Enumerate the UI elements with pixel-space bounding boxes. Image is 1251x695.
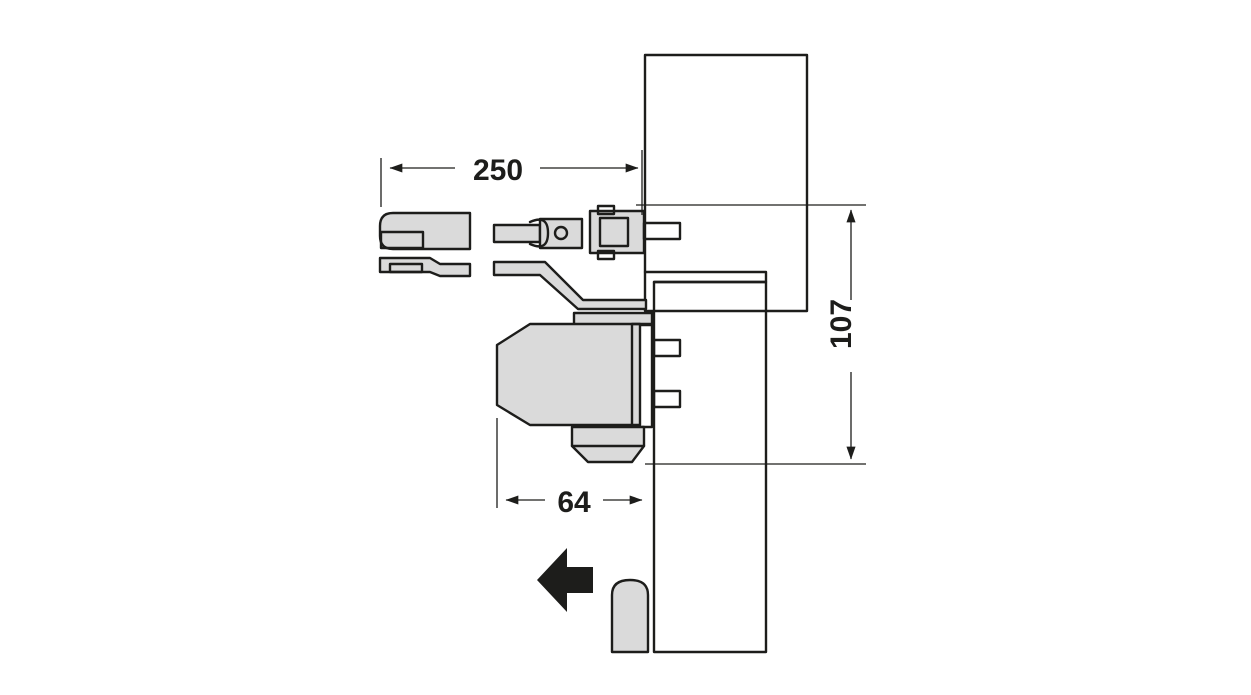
upper-arm — [492, 217, 584, 250]
arrow-left-icon — [537, 548, 593, 612]
frame-bracket — [588, 204, 682, 261]
dimension-label-250: 250 — [473, 154, 523, 187]
door-frame — [643, 53, 809, 313]
dimension-label-107: 107 — [825, 299, 858, 349]
dimension-64: 64 — [496, 418, 643, 519]
dimension-107: 107 — [636, 204, 866, 465]
door-stop — [610, 578, 650, 654]
dimension-label-64: 64 — [557, 486, 591, 519]
lower-arm — [492, 260, 648, 311]
closer-body — [495, 311, 682, 464]
door-leaf — [652, 280, 768, 654]
dimension-250: 250 — [380, 150, 643, 215]
arm-end-left — [378, 211, 472, 278]
frame-door-gap — [643, 270, 768, 284]
